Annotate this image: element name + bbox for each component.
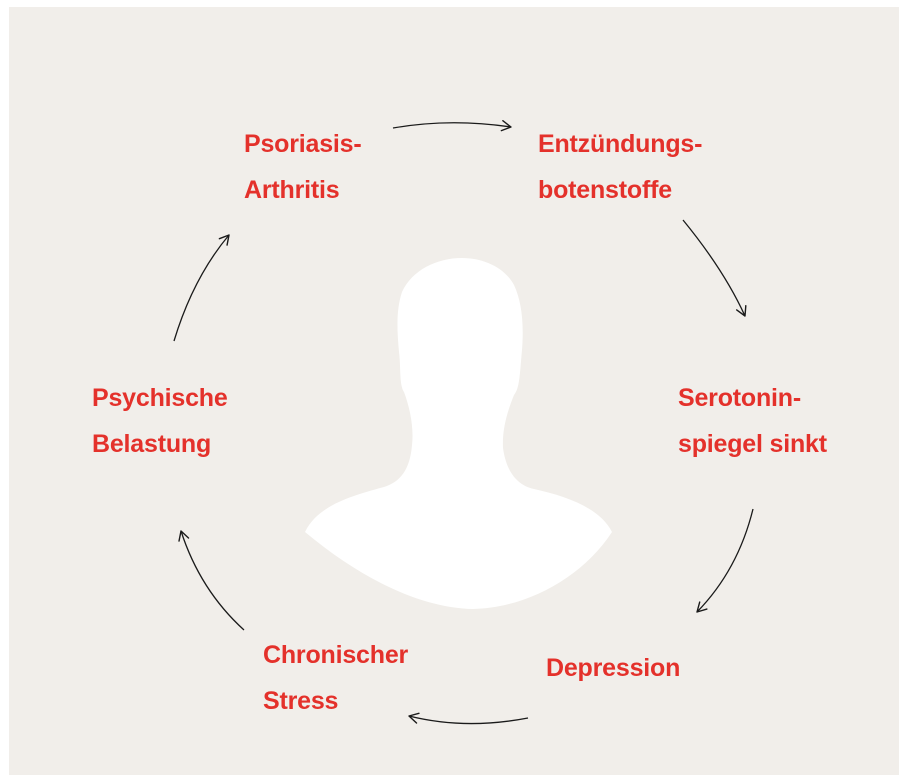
node-label-line: Stress [263,687,339,715]
node-label-line: spiegel sinkt [678,430,827,458]
node-label-line: Belastung [92,430,212,458]
node-label-line: Psoriasis- [244,130,362,158]
arrow-depression-to-stress [408,712,529,725]
arrow-serotonin-to-depression [696,508,754,613]
node-label-line: Arthritis [244,176,340,204]
node-label-line: Chronischer [263,641,409,669]
node-psoriasis-arthritis: Psoriasis- Arthritis [244,121,362,213]
node-label-line: Psychische [92,384,228,412]
node-depression: Depression [546,645,680,691]
node-label-line: Serotonin- [678,384,801,412]
arrow-entzuendung-to-serotonin [682,219,747,317]
silhouette-shape [305,258,612,609]
node-serotoninspiegel-sinkt: Serotonin- spiegel sinkt [678,375,827,467]
node-label-line: botenstoffe [538,176,672,204]
node-chronischer-stress: Chronischer Stress [263,632,408,724]
arrow-stress-to-belastung [178,530,245,631]
node-entzuendungsbotenstoffe: Entzündungs- botenstoffe [538,121,702,213]
arrow-psoriasis-to-entzuendung [392,120,512,132]
arrow-belastung-to-psoriasis [173,234,230,342]
node-psychische-belastung: Psychische Belastung [92,375,228,467]
node-label-line: Depression [546,654,681,682]
node-label-line: Entzündungs- [538,130,703,158]
